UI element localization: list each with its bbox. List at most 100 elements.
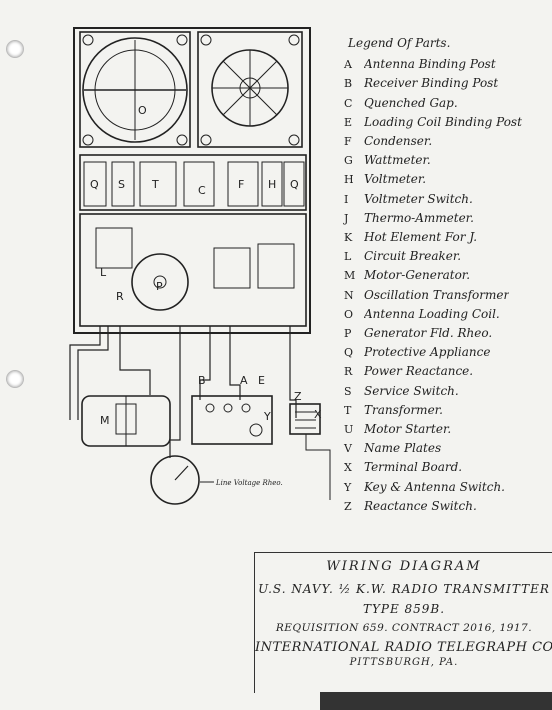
legend-label: Circuit Breaker. [364, 249, 462, 264]
label-s: S [118, 178, 125, 191]
legend-label: Loading Coil Binding Post [364, 114, 522, 129]
legend-key: J [344, 211, 349, 225]
label-z: Z [294, 390, 302, 403]
title-block: WIRING DIAGRAM U.S. NAVY. ½ K.W. RADIO T… [254, 552, 552, 693]
legend-item: L Circuit Breaker. [344, 247, 550, 266]
label-r: R [116, 290, 124, 303]
legend-label: Wattmeter. [364, 153, 431, 168]
title-line-5: INTERNATIONAL RADIO TELEGRAPH CO [255, 640, 552, 655]
generator-rheostat [131, 253, 189, 311]
terminal-board [289, 403, 321, 435]
middle-band [79, 154, 307, 211]
title-line-1: WIRING DIAGRAM [326, 559, 482, 574]
legend-key: S [344, 384, 352, 398]
legend-key: R [344, 365, 353, 379]
legend-key: O [344, 307, 354, 321]
legend-item: H Voltmeter. [344, 170, 550, 189]
legend-item: C Quenched Gap. [344, 94, 550, 113]
label-x: X [314, 408, 322, 421]
legend-label: Service Switch. [364, 383, 459, 398]
legend-label: Antenna Binding Post [364, 57, 496, 72]
legend-key: P [344, 327, 352, 341]
title-line-2: U.S. NAVY. ½ K.W. RADIO TRANSMITTER [258, 582, 550, 596]
label-c: C [198, 184, 206, 197]
legend-item: G Wattmeter. [344, 151, 550, 170]
label-q-right: Q [290, 178, 299, 191]
legend-item: J Thermo-Ammeter. [344, 209, 550, 228]
label-o: O [138, 104, 147, 117]
legend-label: Thermo-Ammeter. [364, 210, 474, 225]
legend-item: Q Protective Appliance [344, 343, 550, 362]
legend-label: Power Reactance. [364, 364, 474, 379]
legend-label: Receiver Binding Post [364, 76, 499, 91]
title-line-4: REQUISITION 659. CONTRACT 2016, 1917. [275, 622, 533, 634]
legend-label: Voltmeter Switch. [364, 191, 473, 206]
legend-item: S Service Switch. [344, 382, 550, 401]
lower-panel [79, 213, 307, 327]
label-f: F [238, 178, 244, 191]
label-l: L [100, 266, 107, 279]
legend-item: I Voltmeter Switch. [344, 190, 550, 209]
label-p: P [156, 280, 163, 293]
legend-title: Legend Of Parts. [348, 36, 451, 50]
legend-key: X [344, 461, 352, 475]
legend-item: N Oscillation Transformer [344, 286, 550, 305]
legend-key: V [344, 442, 352, 456]
legend-key: U [344, 423, 354, 437]
legend-label: Oscillation Transformer [364, 287, 510, 302]
legend-label: Motor Starter. [364, 422, 452, 437]
legend-key: F [344, 135, 352, 149]
legend-key: Y [344, 480, 352, 494]
wiring-diagram: O Q S T C F H Q P L R M B A E Y X Z Line… [69, 27, 331, 505]
legend-label: Quenched Gap. [364, 95, 458, 110]
gap-switch-frame [197, 31, 303, 148]
label-b: B [198, 374, 206, 387]
legend-key: Z [344, 499, 352, 513]
legend-key: I [344, 192, 349, 206]
legend-key: A [344, 58, 352, 72]
scan-edge-strip [320, 692, 552, 710]
legend-item: V Name Plates [344, 439, 550, 458]
legend-item: A Antenna Binding Post [344, 55, 550, 74]
title-line-6: PITTSBURGH, PA. [349, 657, 459, 668]
legend-key: C [344, 96, 353, 110]
rheostat-note: Line Voltage Rheo. [215, 479, 283, 487]
legend-key: Q [344, 346, 354, 360]
legend-item: Z Reactance Switch. [344, 497, 550, 516]
legend-key: N [344, 288, 354, 302]
legend-label: Antenna Loading Coil. [364, 306, 500, 321]
legend-label: Voltmeter. [364, 172, 427, 187]
legend-label: Name Plates [364, 441, 442, 456]
label-h: H [268, 178, 276, 191]
legend-item: U Motor Starter. [344, 420, 550, 439]
punch-hole-middle [6, 370, 24, 388]
legend-item: B Receiver Binding Post [344, 74, 550, 93]
label-e: E [258, 374, 265, 387]
legend-item: O Antenna Loading Coil. [344, 305, 550, 324]
punch-hole-top [6, 40, 24, 58]
legend-item: F Condenser. [344, 132, 550, 151]
legend-key: H [344, 173, 354, 187]
label-a: A [240, 374, 248, 387]
legend-key: T [344, 403, 352, 417]
label-y: Y [263, 410, 271, 423]
legend-label: Condenser. [364, 134, 433, 149]
legend-label: Protective Appliance [364, 345, 491, 360]
loading-coil-dial [82, 37, 188, 143]
loading-coil-frame [79, 31, 191, 148]
legend-key: B [344, 77, 353, 91]
label-m: M [100, 414, 110, 427]
legend-label: Reactance Switch. [364, 498, 477, 513]
line-voltage-rheostat [150, 455, 200, 505]
legend-key: L [344, 250, 352, 264]
legend-key: G [344, 154, 353, 168]
legend-label: Motor-Generator. [364, 268, 471, 283]
title-line-3: TYPE 859B. [362, 602, 446, 616]
